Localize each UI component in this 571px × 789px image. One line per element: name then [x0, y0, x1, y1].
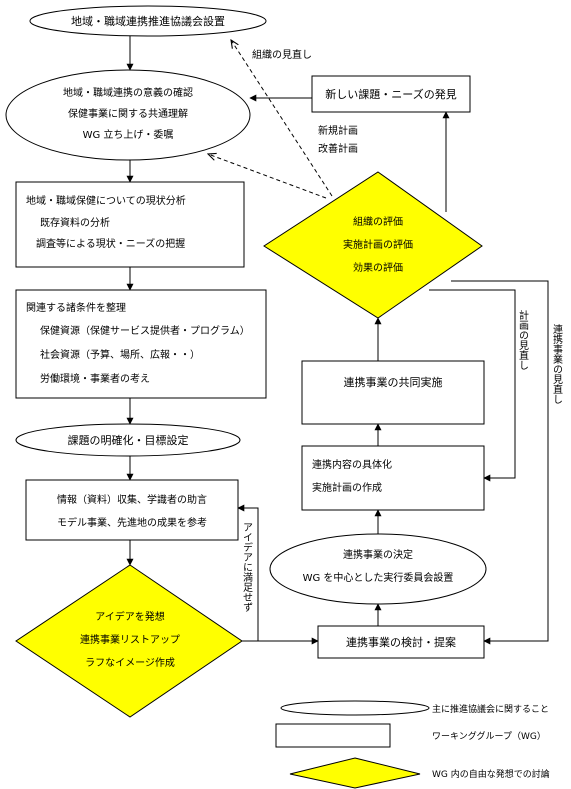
conditions-line-4: 労働環境・事業者の考え [40, 372, 150, 385]
review-text: 連携事業の検討・提案 [346, 635, 456, 649]
significance-ellipse [5, 69, 251, 161]
legend-diamond-text: WG 内の自由な発想での討論 [432, 768, 550, 780]
significance-line-1: 地域・職域連携の意義の確認 [63, 86, 193, 99]
dashed-arrow-org-review [231, 40, 333, 197]
info-box [25, 479, 239, 541]
conditions-line-3: 社会資源（予算、場所、広報・・） [40, 348, 200, 361]
decision-line-1: 連携事業の決定 [343, 548, 413, 561]
analysis-line-1: 地域・職域保健についての現状分析 [26, 194, 186, 207]
concretize-line-1: 連携内容の具体化 [312, 458, 392, 471]
new-issues-text: 新しい課題・ニーズの発見 [325, 87, 456, 101]
review-box [317, 625, 485, 659]
analysis-line-3: 調査等による現状・ニーズの把握 [36, 237, 185, 250]
evaluation-line-3: 効果の評価 [353, 261, 403, 274]
legend-rect-shape [275, 723, 391, 748]
ideas-diamond [15, 564, 243, 718]
analysis-line-2: 既存資料の分析 [40, 216, 110, 229]
legend-ellipse-text: 主に推進協議会に関すること [432, 703, 549, 715]
org-review-label: 組織の見直し [252, 48, 312, 61]
arrow-plan-review [429, 289, 516, 482]
analysis-box [15, 181, 245, 268]
conditions-box [15, 289, 267, 399]
decision-ellipse [269, 533, 487, 605]
decision-line-2: WG を中心とした実行委員会設置 [303, 571, 454, 584]
joint-box [301, 360, 485, 425]
concretize-line-2: 実施計画の作成 [312, 481, 382, 494]
ideas-line-1: アイデアを発想 [95, 610, 165, 623]
new-plan-label: 新規計画 [318, 124, 358, 137]
evaluation-line-2: 実施計画の評価 [343, 238, 413, 251]
not-satisfied-label: アイデアに満足せず [241, 522, 253, 612]
legend-diamond-shape [289, 757, 421, 789]
joint-text: 連携事業の共同実施 [344, 375, 443, 389]
legend-rect-text: ワーキンググループ（WG） [432, 730, 546, 742]
goals-ellipse [15, 423, 241, 457]
goals-text: 課題の明確化・目標設定 [68, 433, 189, 447]
conditions-line-2: 保健資源（保健サービス提供者・プログラム） [40, 324, 250, 337]
significance-line-3: WG 立ち上げ・委嘱 [83, 128, 174, 141]
arrow-ideas-to-info-feedback [237, 504, 259, 642]
council-setup-text: 地域・職域連携推進協議会設置 [71, 14, 225, 28]
ideas-line-3: ラフなイメージ作成 [85, 657, 175, 669]
new-issues-box [311, 75, 471, 113]
council-setup-ellipse [29, 5, 267, 37]
concretize-box [301, 445, 485, 511]
legend-ellipse-shape [280, 700, 430, 716]
evaluation-diamond [263, 171, 483, 319]
project-review-label: 連携事業の見直し [551, 323, 563, 404]
info-line-1: 情報（資料）収集、学識者の助言 [57, 493, 207, 506]
improve-plan-label: 改善計画 [318, 142, 358, 155]
info-line-2: モデル事業、先進地の成果を参考 [57, 516, 207, 529]
plan-review-label: 計画の見直し [517, 309, 529, 370]
arrow-project-review [451, 280, 549, 645]
ideas-line-2: 連携事業リストアップ [80, 633, 180, 646]
conditions-line-1: 関連する諸条件を整理 [26, 301, 126, 314]
evaluation-line-1: 組織の評価 [353, 215, 403, 228]
significance-line-2: 保健事業に関する共通理解 [68, 107, 188, 120]
